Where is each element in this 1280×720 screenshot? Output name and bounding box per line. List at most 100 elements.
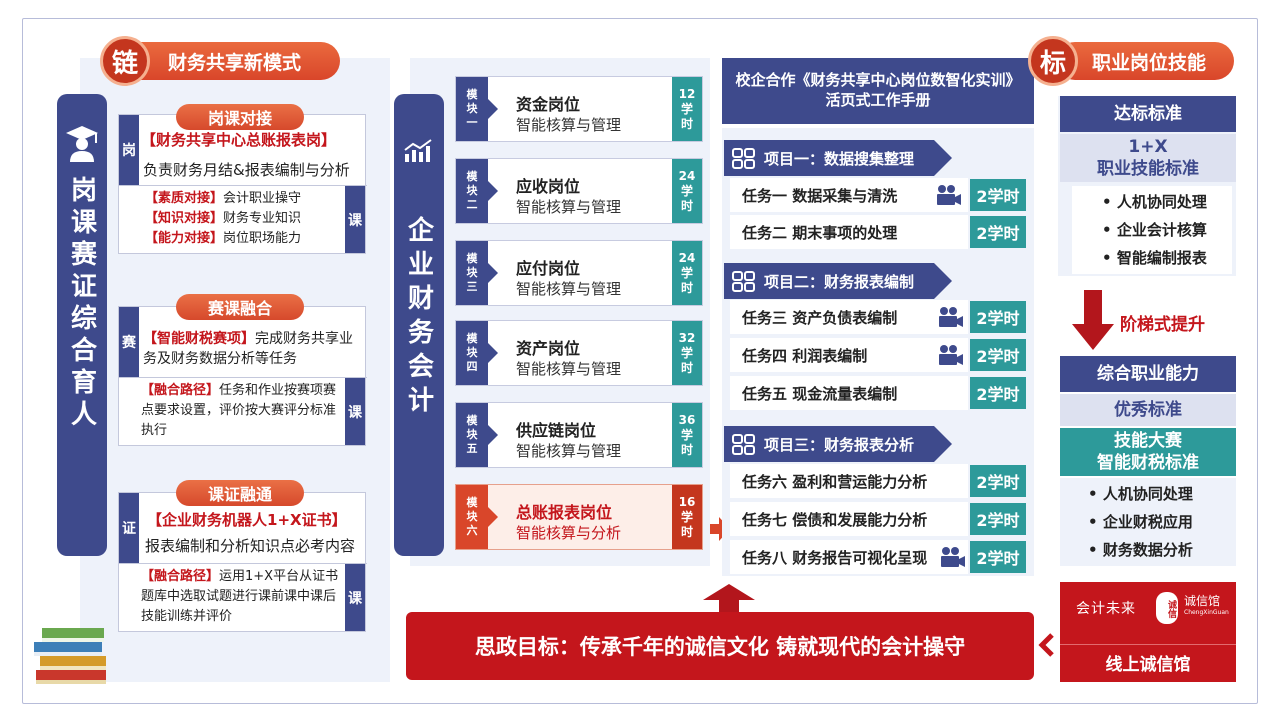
match-text: 岗位职场能力	[223, 231, 302, 246]
standard-list: • 人机协同处理 • 企业会计核算 • 智能编制报表	[1072, 186, 1232, 274]
module-tag: 模块一	[456, 77, 498, 141]
module-name: 应付岗位	[516, 259, 581, 278]
list-item: • 人机协同处理	[1088, 485, 1193, 503]
task-hours: 2学时	[970, 377, 1026, 409]
section-tag-2: 赛课融合	[176, 294, 304, 320]
section-title: 【智能财税赛项】	[143, 331, 255, 347]
middle-panel-background	[410, 58, 710, 566]
manual-line2: 活页式工作手册	[825, 91, 931, 109]
match-label: 【素质对接】	[145, 191, 224, 206]
video-camera-icon[interactable]	[938, 344, 964, 366]
module-sub: 智能核算与分析	[516, 524, 622, 542]
outer-frame	[22, 18, 1258, 704]
path-label: 【融合路径】	[141, 569, 220, 584]
module-name: 资产岗位	[516, 339, 581, 358]
section-desc: 报表编制和分析知识点必考内容	[145, 537, 356, 555]
module-name: 资金岗位	[516, 95, 581, 114]
task-row[interactable]: 任务八 财务报告可视化呈现	[730, 540, 968, 574]
task-hours: 2学时	[970, 301, 1026, 333]
contest-list: • 人机协同处理 • 企业财税应用 • 财务数据分析	[1060, 478, 1236, 566]
right-header-text: 职业岗位技能	[1092, 51, 1207, 74]
banner-right-main: 诚信馆	[1184, 594, 1221, 608]
section-title: 【企业财务机器人1+X证书】	[147, 511, 347, 529]
ability-title: 综合职业能力	[1060, 356, 1236, 392]
divider	[119, 185, 367, 186]
video-camera-icon[interactable]	[938, 306, 964, 328]
banner-left-text: 会计未来	[1076, 601, 1136, 617]
side-char-top: 赛	[119, 307, 139, 377]
task-row[interactable]: 任务六 盈利和营运能力分析	[730, 464, 968, 498]
banner-right-sub: ChengXinGuan	[1184, 609, 1229, 616]
path-label: 【融合路径】	[141, 383, 220, 398]
seal-text: 诚信	[1166, 600, 1176, 618]
video-camera-icon[interactable]	[940, 546, 966, 568]
list-item-text: 企业财税应用	[1102, 513, 1193, 531]
section-title: 【财务共享中心总账报表岗】	[141, 131, 337, 149]
list-item: • 财务数据分析	[1088, 541, 1193, 559]
grid-icon	[732, 271, 755, 292]
match-label: 【能力对接】	[145, 231, 224, 246]
books-icon	[34, 628, 106, 684]
contest-box: 技能大赛 智能财税标准	[1060, 428, 1236, 476]
side-char-bottom: 课	[345, 564, 365, 631]
list-item: • 智能编制报表	[1102, 249, 1207, 267]
online-label: 线上诚信馆	[1105, 655, 1191, 675]
video-camera-icon[interactable]	[936, 184, 962, 206]
side-char-bottom: 课	[345, 378, 365, 445]
path-body: 运用1+X平台从证书题库中选取试题进行课前课中课后技能训练并评价	[141, 569, 339, 624]
arrow-up-icon	[703, 584, 755, 612]
integrity-banner[interactable]: 会计未来 诚信 诚信馆 ChengXinGuan 线上诚信馆	[1060, 582, 1236, 682]
module-tag: 模块四	[456, 321, 498, 385]
arrow-down-icon	[1072, 290, 1114, 350]
project-header-3: 项目三：财务报表分析	[724, 426, 952, 462]
divider	[119, 563, 367, 564]
side-char-top: 岗	[119, 115, 139, 185]
step-label: 阶梯式提升	[1120, 315, 1205, 335]
project-title: 项目一：数据搜集整理	[764, 149, 915, 168]
task-row[interactable]: 任务三 资产负债表编制	[730, 300, 968, 334]
list-item: • 人机协同处理	[1102, 193, 1207, 211]
task-row[interactable]: 任务五 现金流量表编制	[730, 376, 968, 410]
path-text: 【融合路径】任务和作业按赛项赛点要求设置，评价按大赛评分标准执行	[141, 381, 341, 441]
task-row[interactable]: 任务二 期末事项的处理	[730, 215, 968, 249]
chain-char: 链	[111, 48, 138, 79]
manual-banner: 校企合作《财务共享中心岗位数智化实训》 活页式工作手册	[722, 58, 1034, 124]
module-sub: 智能核算与管理	[516, 116, 622, 134]
task-hours: 2学时	[970, 216, 1026, 248]
banner-divider	[1060, 644, 1236, 645]
list-item-text: 财务数据分析	[1102, 541, 1193, 559]
task-row[interactable]: 任务四 利润表编制	[730, 338, 968, 372]
match-item: 【素质对接】会计职业操守	[145, 189, 301, 209]
graduate-icon	[66, 126, 98, 162]
side-char-top: 证	[119, 493, 139, 563]
task-hours: 2学时	[970, 465, 1026, 497]
banner-right-text: 诚信馆 ChengXinGuan	[1184, 592, 1229, 616]
list-item-text: 人机协同处理	[1116, 193, 1207, 211]
standard-sub-box: 1+X 职业技能标准	[1060, 134, 1236, 182]
project-header-1: 项目一：数据搜集整理	[724, 140, 952, 176]
task-hours: 2学时	[970, 503, 1026, 535]
chevron-left-icon	[1038, 633, 1054, 657]
list-item: • 企业财税应用	[1088, 513, 1193, 531]
project-header-2: 项目二：财务报表编制	[724, 263, 952, 299]
task-row[interactable]: 任务七 偿债和发展能力分析	[730, 502, 968, 536]
module-name: 供应链岗位	[516, 421, 597, 440]
path-text: 【融合路径】运用1+X平台从证书题库中选取试题进行课前课中课后技能训练并评价	[141, 567, 341, 627]
task-row[interactable]: 任务一 数据采集与清洗	[730, 178, 968, 212]
list-item: • 企业会计核算	[1102, 221, 1207, 239]
module-sub: 智能核算与管理	[516, 442, 622, 460]
middle-vertical-title: 企业财务会计	[403, 216, 434, 420]
task-hours: 2学时	[970, 339, 1026, 371]
module-sub: 智能核算与管理	[516, 280, 622, 298]
module-tag: 模块三	[456, 241, 498, 305]
task-hours: 2学时	[970, 179, 1026, 211]
